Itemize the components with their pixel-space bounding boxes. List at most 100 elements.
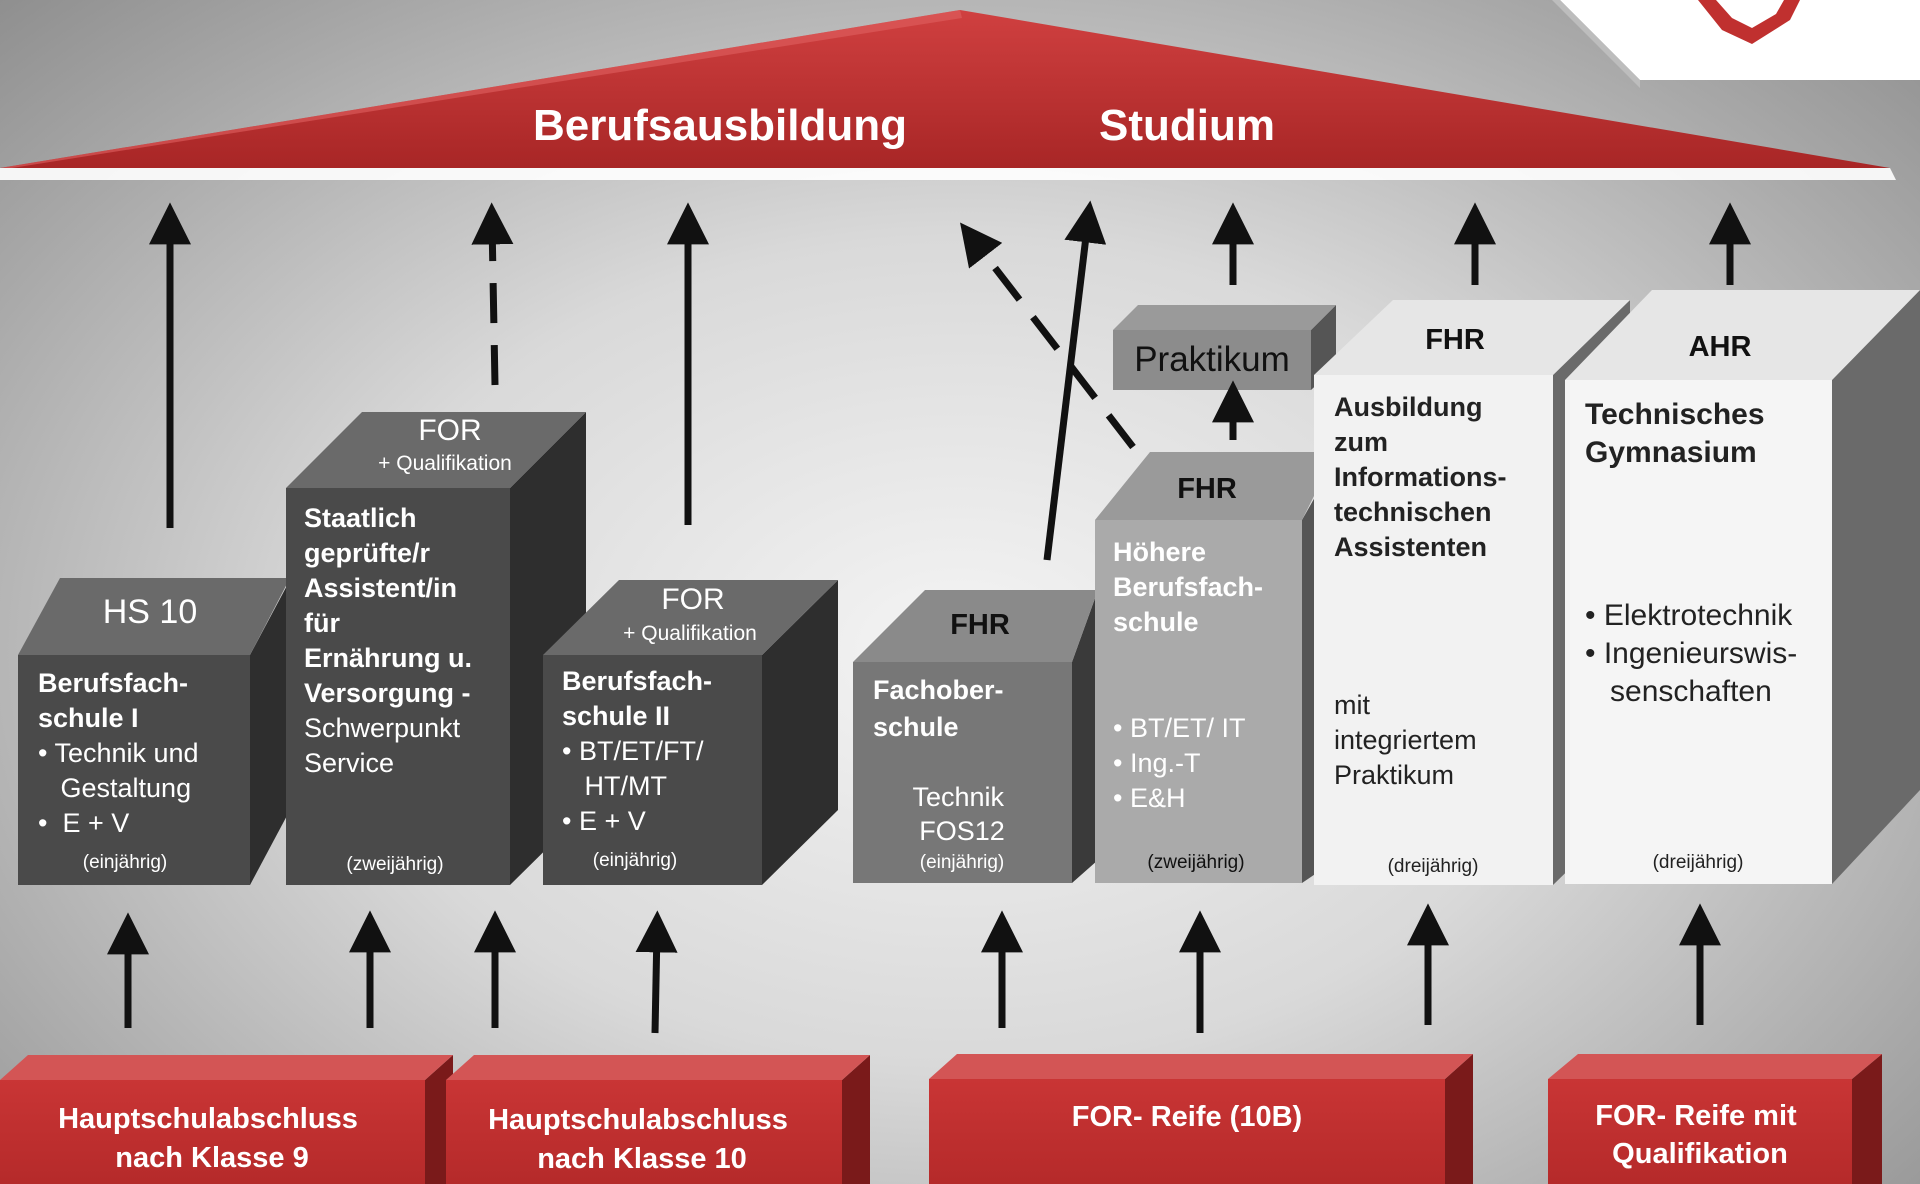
box-top-sublabel: + Qualifikation [378, 452, 512, 475]
box-fachoberschule: FHR Fachober- schule Technik FOS12 (einj… [853, 590, 1098, 883]
box-item: • Technik und [38, 738, 199, 768]
box-title-line: Berufsfach- [562, 666, 712, 696]
entry-label-line: nach Klasse 9 [115, 1142, 308, 1174]
box-item: Service [304, 748, 394, 778]
box-items: • Elektrotechnik • Ingenieurswis- sensch… [1585, 599, 1797, 708]
box-title: Fachober- schule [873, 675, 1011, 742]
box-top-label: FHR [1177, 473, 1237, 505]
roof: Berufsausbildung Studium [0, 10, 1896, 180]
box-title-line: Ernährung u. [304, 643, 472, 673]
entry-label: FOR- Reife mit Qualifikation [1595, 1100, 1804, 1170]
entry-hauptschule-9: Hauptschulabschluss nach Klasse 9 [0, 1055, 453, 1184]
box-hoehere-berufsfachschule: FHR Höhere Berufsfach- schule • BT/ET/ I… [1095, 452, 1336, 883]
box-title: Höhere Berufsfach- schule [1113, 537, 1271, 637]
box-technisches-gymnasium: AHR Technisches Gymnasium • Elektrotechn… [1565, 290, 1920, 884]
entry-label-line: Qualifikation [1612, 1138, 1788, 1170]
box-title-line: Informations- [1334, 462, 1507, 492]
roof-label-berufsausbildung: Berufsausbildung [533, 101, 907, 150]
box-title-line: technischen [1334, 497, 1492, 527]
box-item: Praktikum [1334, 760, 1454, 790]
box-item: • E + V [38, 808, 129, 838]
entry-label-line: Hauptschulabschluss [488, 1104, 788, 1136]
box-item: integriertem [1334, 725, 1477, 755]
box-duration: (einjährig) [593, 850, 677, 871]
arrow-up-dashed [471, 202, 514, 386]
box-item: Schwerpunkt [304, 713, 461, 743]
entry-hauptschule-10: Hauptschulabschluss nach Klasse 10 [446, 1055, 870, 1184]
box-berufsfachschule-2: FOR + Qualifikation Berufsfach- schule I… [543, 580, 838, 885]
box-item: Technik [912, 782, 1004, 812]
box-items: Schwerpunkt Service [304, 713, 468, 778]
corner-panel [1552, 0, 1920, 88]
box-title-line: schule [873, 712, 959, 742]
roof-label-studium: Studium [1099, 101, 1275, 150]
box-duration: (einjährig) [920, 852, 1004, 873]
box-title-line: Berufsfach- [1113, 572, 1263, 602]
box-top-label: FOR [418, 414, 481, 447]
box-title-line: schule I [38, 703, 139, 733]
box-duration: (einjährig) [83, 852, 167, 873]
box-title-line: Ausbildung [1334, 392, 1482, 422]
box-assistent-ernaehrung: FOR + Qualifikation Staatlich geprüfte/r… [286, 412, 586, 885]
entry-label-line: nach Klasse 10 [537, 1143, 747, 1175]
entry-for-reife-qualifikation: FOR- Reife mit Qualifikation [1548, 1054, 1882, 1184]
box-item: • BT/ET/ IT [1113, 713, 1245, 743]
arrow-diagonal-dashed [960, 222, 1136, 450]
box-top-sublabel: + Qualifikation [623, 622, 757, 645]
box-items: • Technik und Gestaltung • E + V [0, 0, 251, 838]
box-berufsfachschule-1: HS 10 Berufsfach- schule I • Technik und… [0, 0, 290, 885]
box-title: Staatlich geprüfte/r Assistent/in für Er… [304, 503, 480, 708]
box-items: mit integriertem Praktikum [1334, 690, 1484, 790]
box-duration: (dreijährig) [1388, 856, 1479, 877]
box-title: Ausbildung zum Informations- technischen… [1334, 392, 1514, 562]
box-duration: (zweijährig) [1147, 852, 1244, 873]
entry-label-line: Hauptschulabschluss [58, 1103, 358, 1135]
entry-label: Hauptschulabschluss nach Klasse 10 [488, 1104, 796, 1175]
entry-label: Hauptschulabschluss nach Klasse 9 [58, 1103, 366, 1174]
box-items: Technik FOS12 [912, 782, 1011, 846]
box-title-line: schule II [562, 701, 670, 731]
box-item: • E + V [562, 806, 646, 836]
box-item: • BT/ET/FT/ [562, 736, 704, 766]
box-item: • E&H [1113, 783, 1185, 813]
box-title: Berufsfach- schule I [38, 668, 196, 733]
school-logo-icon [1698, 0, 1800, 44]
box-title-line: Höhere [1113, 537, 1206, 567]
box-item: • Elektrotechnik [1585, 599, 1793, 632]
box-title-line: zum [1334, 427, 1388, 457]
arrow-up [635, 910, 678, 1034]
box-items: • BT/ET/ IT • Ing.-T • E&H [1113, 713, 1252, 813]
box-item: FOS12 [919, 816, 1005, 846]
box-top-label: FHR [1425, 324, 1485, 356]
box-top-label: FOR [661, 583, 724, 616]
arrow-diagonal [1043, 200, 1107, 561]
box-duration: (zweijährig) [346, 854, 443, 875]
box-top-label: FHR [950, 609, 1010, 641]
box-title-line: geprüfte/r [304, 538, 431, 568]
box-title-line: Gymnasium [1585, 436, 1757, 469]
box-title-line: für [304, 608, 340, 638]
box-title-line: Assistenten [1334, 532, 1487, 562]
box-title-line: Berufsfach- [38, 668, 188, 698]
box-item: mit [1334, 690, 1370, 720]
box-title-line: Fachober- [873, 675, 1004, 705]
box-title: Berufsfach- schule II [562, 666, 720, 731]
box-item: • Ing.-T [1113, 748, 1200, 778]
box-top-label: HS 10 [103, 593, 198, 631]
box-item: senschaften [1585, 675, 1772, 708]
entry-for-reife: FOR- Reife (10B) [929, 1054, 1473, 1184]
box-praktikum: Praktikum [1113, 305, 1336, 390]
box-title-line: Staatlich [304, 503, 417, 533]
box-item: • Ingenieurswis- [1585, 637, 1797, 670]
entry-label-line: FOR- Reife (10B) [1072, 1101, 1302, 1133]
entry-label-line: FOR- Reife mit [1595, 1100, 1797, 1132]
arrows [107, 200, 1751, 1034]
box-title-line: Versorgung - [304, 678, 471, 708]
box-title: Technisches Gymnasium [1585, 398, 1773, 469]
box-title-line: schule [1113, 607, 1199, 637]
box-item: HT/MT [562, 771, 667, 801]
praktikum-label: Praktikum [1134, 340, 1290, 379]
box-top-label: AHR [1689, 331, 1752, 363]
box-title-line: Technisches [1585, 398, 1765, 431]
